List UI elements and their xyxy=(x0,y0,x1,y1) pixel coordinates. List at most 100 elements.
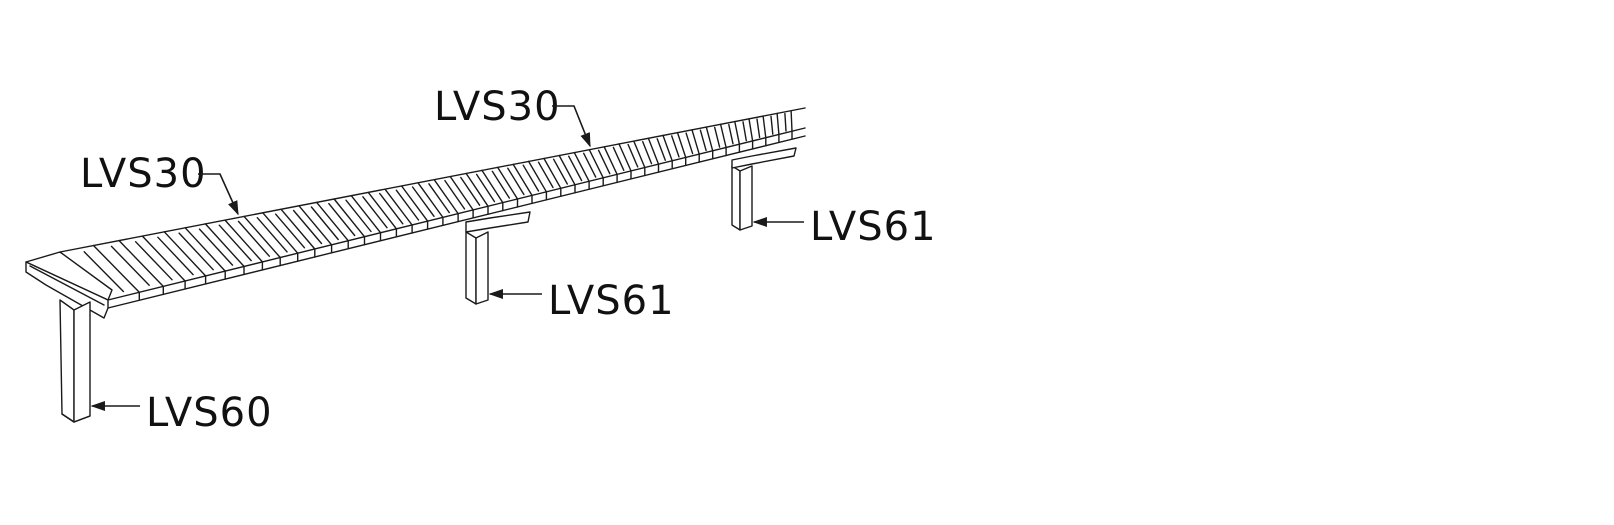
callout-label: LVS30 xyxy=(434,84,561,130)
slat-joint xyxy=(588,148,604,179)
slat-gap-line xyxy=(522,164,540,192)
slat-joint xyxy=(163,231,207,277)
slat-gap-line xyxy=(328,202,356,237)
slat-joint xyxy=(333,198,366,238)
slat-gap-line xyxy=(237,220,270,257)
slat-gap-line xyxy=(612,146,625,172)
slat-gap-line xyxy=(742,121,747,142)
slat-joint xyxy=(184,227,226,272)
slat-gap-line xyxy=(134,240,173,281)
slat-gap-line xyxy=(274,213,306,249)
slat-gap-line xyxy=(784,112,787,132)
slat-gap-line xyxy=(770,115,774,135)
slat-gap-line xyxy=(379,192,404,225)
slat-gap-line xyxy=(627,143,639,168)
slat-joint xyxy=(449,175,474,211)
slat-gap-line xyxy=(395,189,420,221)
callout-support-right: LVS61 xyxy=(752,204,937,250)
slat-joint xyxy=(512,163,533,197)
slat-joint xyxy=(603,146,618,176)
slat-gap-line xyxy=(362,196,388,229)
slat-joint xyxy=(367,191,398,230)
slat-gap-line xyxy=(642,140,653,165)
slat-joint xyxy=(400,185,429,222)
slat-gap-line xyxy=(507,167,525,196)
slat-gap-line xyxy=(444,179,466,210)
slat-joint xyxy=(691,129,700,155)
slat-gap-line xyxy=(552,158,568,185)
callout-end-support: LVS60 xyxy=(90,390,273,436)
slat-joint xyxy=(748,118,754,142)
slat-gap-line xyxy=(475,173,496,203)
slat-joint xyxy=(204,223,245,268)
slat-joint xyxy=(705,126,714,152)
slat-joint xyxy=(776,112,780,136)
seat-slats xyxy=(83,109,793,301)
slat-joint xyxy=(262,212,299,254)
end-support-post xyxy=(59,299,91,423)
slat-joint xyxy=(481,169,504,204)
slat-gap-line xyxy=(583,152,597,178)
slat-gap-line xyxy=(597,149,611,175)
callout-support-mid: LVS61 xyxy=(488,278,675,324)
slat-gap-line xyxy=(178,232,214,271)
slat-joint xyxy=(633,140,646,169)
slat-gap-line xyxy=(714,126,721,148)
slat-joint xyxy=(417,182,444,219)
slat-joint xyxy=(618,143,632,172)
slat-joint xyxy=(527,160,548,193)
slat-gap-line xyxy=(656,138,666,161)
slat-joint xyxy=(465,172,489,207)
callout-seat-left: LVS30 xyxy=(80,151,239,216)
slat-joint xyxy=(141,235,186,282)
slat-joint xyxy=(280,208,316,250)
slat-joint xyxy=(433,178,459,215)
slat-joint xyxy=(719,123,727,149)
slat-gap-line xyxy=(728,123,734,145)
slat-joint xyxy=(298,205,333,246)
slat-joint xyxy=(762,115,767,139)
slat-gap-line xyxy=(218,224,252,262)
slat-joint xyxy=(316,201,349,242)
slat-gap-line xyxy=(310,206,339,241)
slat-joint xyxy=(243,215,281,259)
slat-gap-line xyxy=(256,216,288,253)
callout-label: LVS60 xyxy=(146,390,273,436)
callout-label: LVS61 xyxy=(548,278,675,324)
slat-joint xyxy=(224,219,264,263)
slat-joint xyxy=(790,109,793,132)
slat-joint xyxy=(543,157,562,190)
slat-gap-line xyxy=(292,209,323,245)
slat-gap-line xyxy=(198,228,234,266)
slat-gap-line xyxy=(157,236,194,276)
slat-joint xyxy=(92,244,141,293)
slat-gap-line xyxy=(110,245,150,286)
slat-joint xyxy=(647,137,660,165)
slat-gap-line xyxy=(83,251,125,293)
callout-seat-mid: LVS30 xyxy=(434,84,591,148)
slat-joint xyxy=(558,154,576,186)
slat-gap-line xyxy=(460,176,481,206)
slat-joint xyxy=(497,166,519,200)
callout-label: LVS61 xyxy=(810,204,937,250)
slat-gap-line xyxy=(685,132,694,155)
slat-joint xyxy=(118,239,165,288)
slat-joint xyxy=(350,194,382,234)
slat-gap-line xyxy=(491,170,510,199)
slat-joint xyxy=(573,151,590,183)
callout-label: LVS30 xyxy=(80,151,207,197)
right-support-post xyxy=(731,147,797,231)
slat-joint xyxy=(676,131,687,159)
mid-support-post xyxy=(465,211,531,305)
slat-gap-line xyxy=(537,161,554,189)
slat-gap-line xyxy=(345,199,372,233)
slat-gap-line xyxy=(411,186,435,218)
slat-gap-line xyxy=(428,183,450,214)
slat-gap-line xyxy=(568,155,583,182)
slat-joint xyxy=(384,188,413,226)
slat-gap-line xyxy=(671,135,680,158)
seat-outline xyxy=(59,107,806,309)
slat-gap-line xyxy=(756,118,761,139)
slat-gap-line xyxy=(699,129,707,152)
